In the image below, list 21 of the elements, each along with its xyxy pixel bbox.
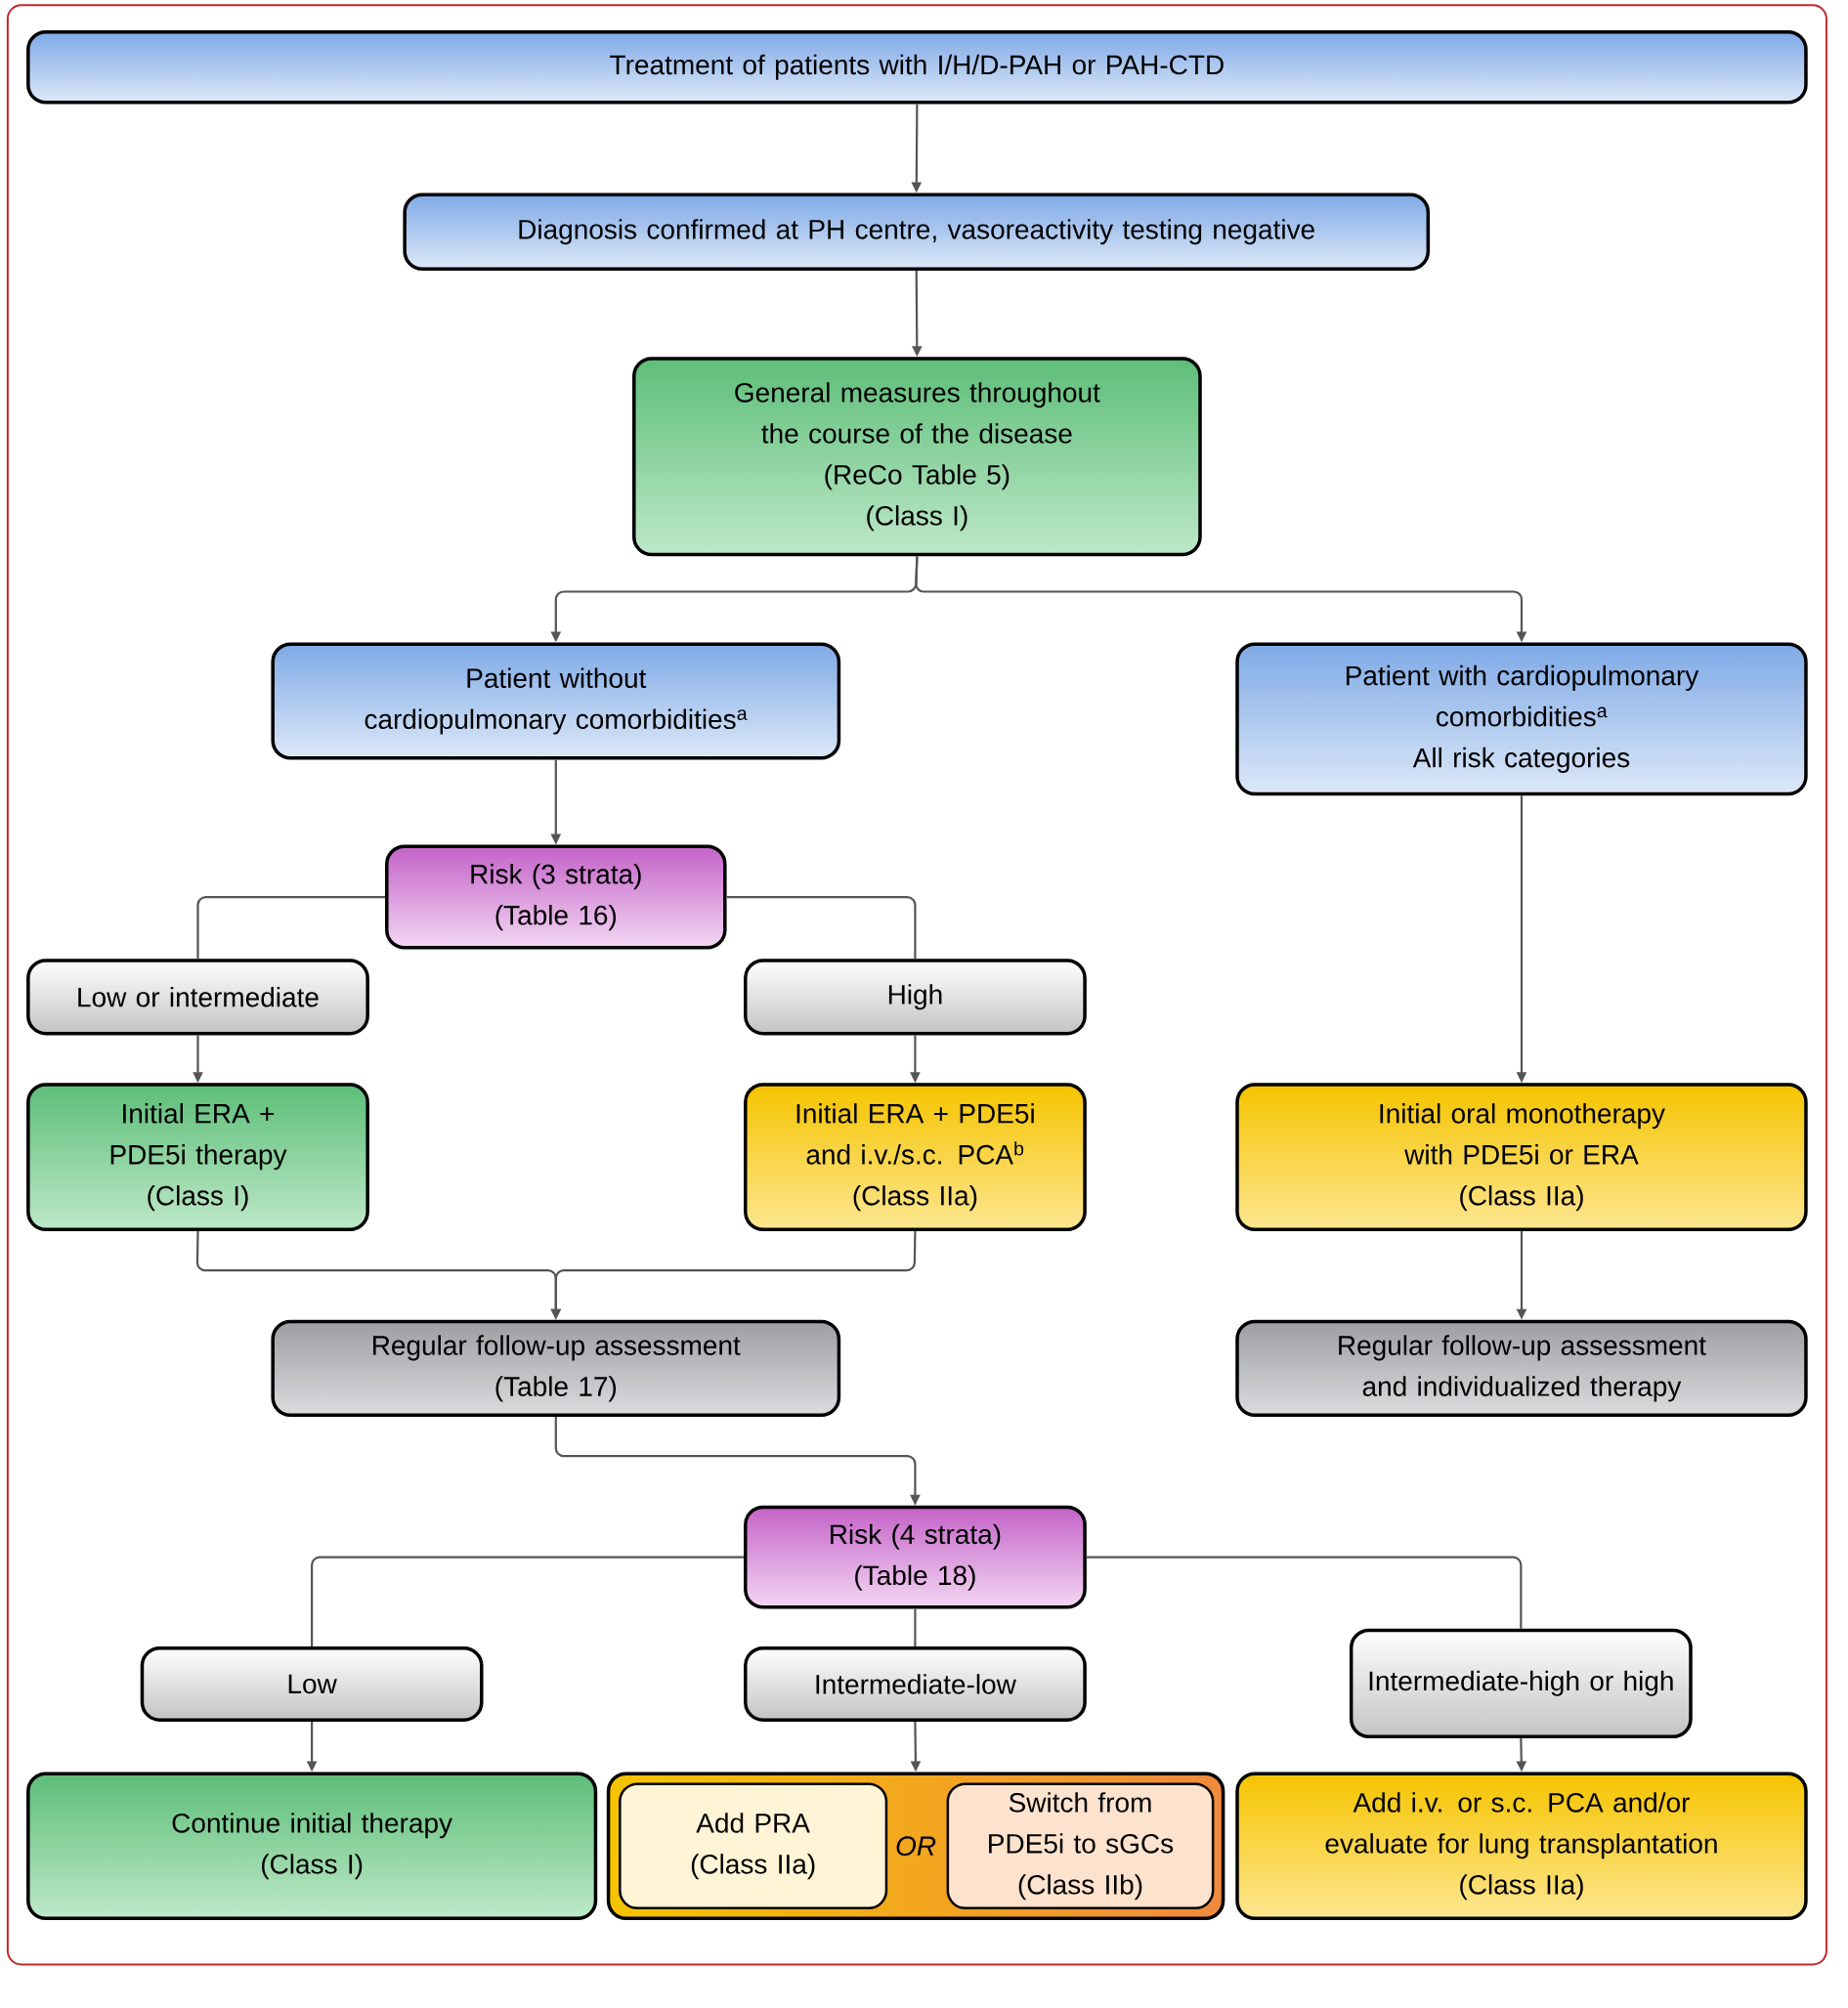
option-box: Low or intermediate <box>26 959 369 1036</box>
therapy-box: Initial oral monotherapy with PDE5i or ERA (Class IIa) <box>1235 1083 1808 1231</box>
option-box: Intermediate-high or high <box>1349 1628 1693 1738</box>
option-box: Low <box>140 1646 484 1722</box>
therapy-box: Switch from PDE5i to sGCs (Class IIb) <box>946 1782 1215 1910</box>
therapy-box: Initial ERA + PDE5i and i.v./s.c. PCA$^{b}$ (Class IIa) <box>743 1083 1087 1231</box>
process-box: Patient with cardiopulmonary comorbidities$^{a}$ All risk categories <box>1235 642 1808 796</box>
process-box: Diagnosis confirmed at PH centre, vasoreactivity testing negative <box>403 192 1430 271</box>
process-box: Regular follow-up assessment and individualized therapy <box>1235 1319 1808 1417</box>
process-box: General measures throughout the course of the disease (ReCo Table 5) (Class I) <box>631 357 1202 557</box>
risk-box: Risk (4 strata) (Table 18) <box>743 1505 1087 1609</box>
process-box: Regular follow-up assessment (Table 17) <box>271 1319 841 1417</box>
title-box: Treatment of patients with I/H/D-PAH or PAH-CTD <box>26 30 1808 105</box>
therapy-box: Add i.v. or s.c. PCA and/or evaluate for lung transplantation (Class IIa) <box>1235 1772 1808 1921</box>
process-box: Patient without cardiopulmonary comorbidities$^{a}$ <box>271 642 841 760</box>
therapy-box: Continue initial therapy (Class I) <box>26 1772 598 1921</box>
option-box: Intermediate-low <box>743 1646 1087 1722</box>
risk-box: Risk (3 strata) (Table 16) <box>384 844 727 950</box>
therapy-box: Add PRA (Class IIa) <box>619 1782 888 1910</box>
option-box: High <box>743 959 1087 1036</box>
therapy-box: Initial ERA + PDE5i therapy (Class I) <box>26 1083 369 1231</box>
